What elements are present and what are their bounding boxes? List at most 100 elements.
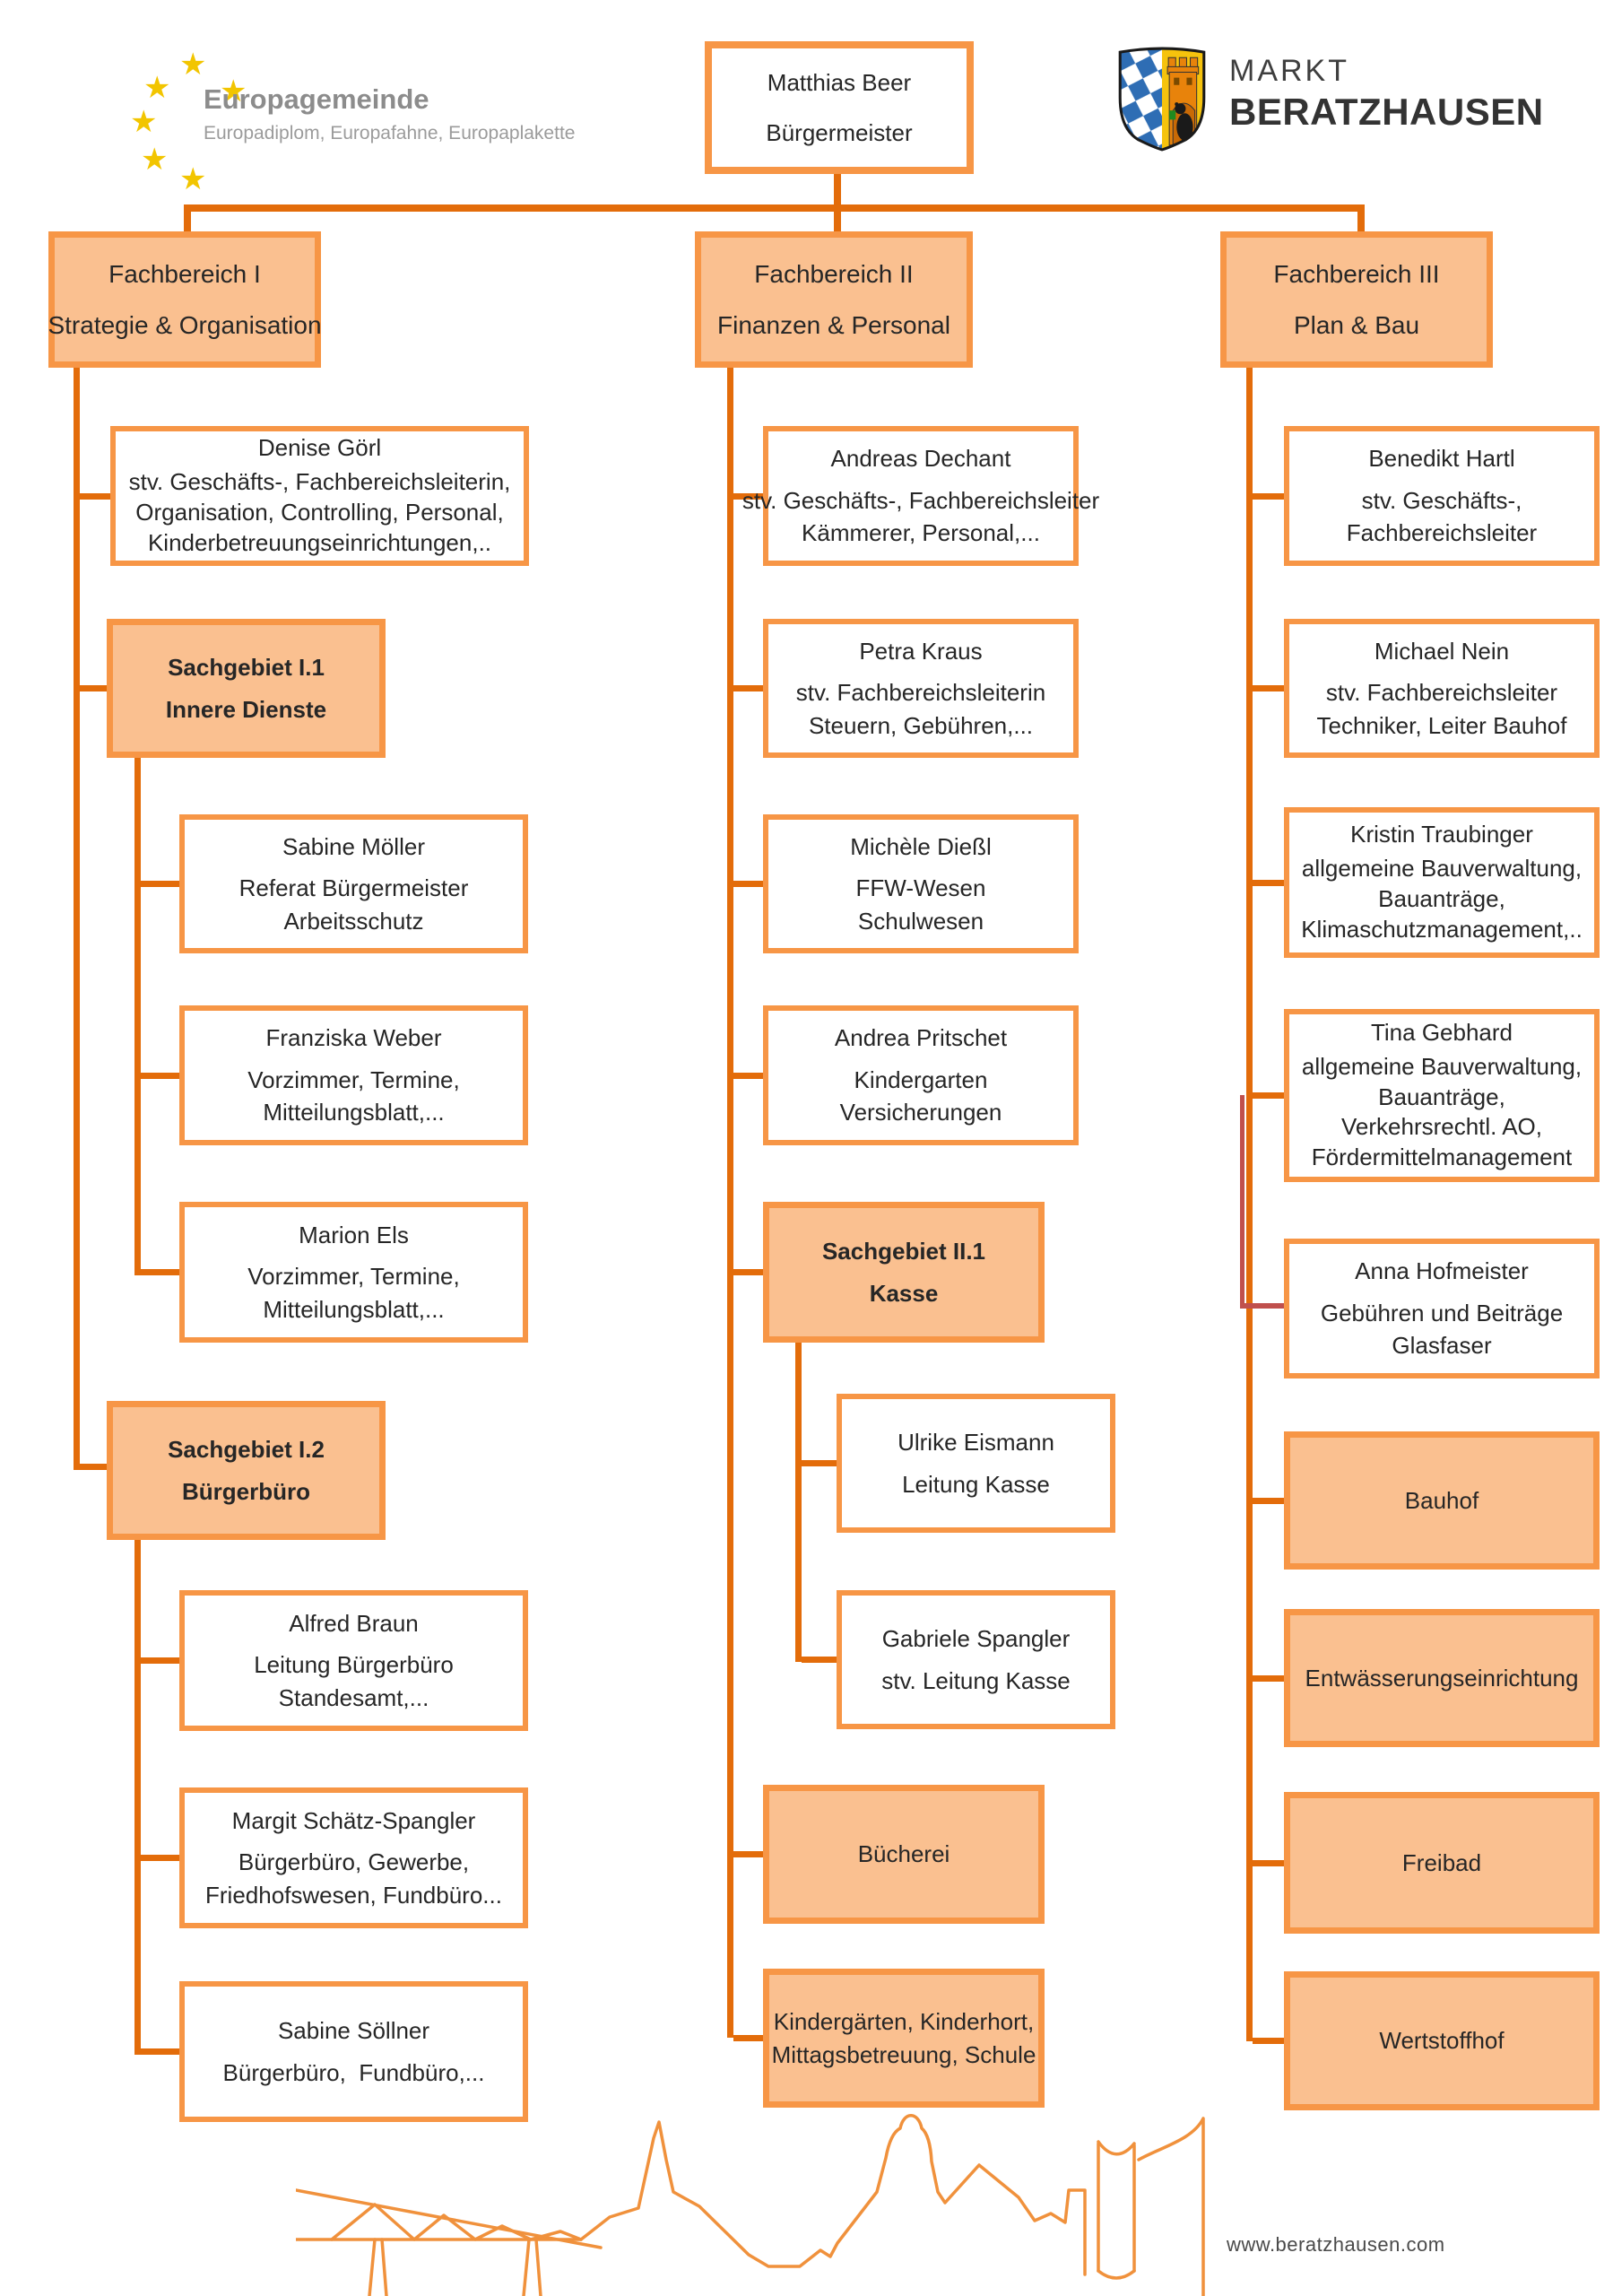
connector-spine-fb1 xyxy=(74,368,80,1470)
website-url: www.beratzhausen.com xyxy=(1227,2233,1445,2256)
person-role: Vorzimmer, Termine, xyxy=(247,1065,460,1093)
person-role: Standesamt,... xyxy=(278,1683,429,1711)
euro-star-icon: ★ xyxy=(179,162,207,196)
connector-line xyxy=(1253,1092,1284,1099)
connector-line xyxy=(1253,1860,1284,1866)
person-role: Verkehrsrechtl. AO, xyxy=(1341,1113,1542,1141)
org-box-alfred-braun: Alfred Braun Leitung Bürgerbüro Standesa… xyxy=(179,1590,528,1731)
person-role: Leitung Kasse xyxy=(902,1470,1050,1498)
connector-line xyxy=(1253,1675,1284,1682)
department-subtitle: Plan & Bau xyxy=(1293,311,1420,339)
connector-line xyxy=(1357,212,1365,233)
person-role: Fachbereichsleiter xyxy=(1346,519,1538,547)
org-box-benedikt-hartl: Benedikt Hartl stv. Geschäfts-, Fachbere… xyxy=(1284,426,1600,566)
org-box-gabriele-spangler: Gabriele Spangler stv. Leitung Kasse xyxy=(837,1590,1115,1729)
unit-title: Bauhof xyxy=(1404,1486,1479,1514)
org-box-petra-kraus: Petra Kraus stv. Fachbereichsleiterin St… xyxy=(763,619,1079,758)
org-box-buecherei: Bücherei xyxy=(763,1785,1045,1924)
connector-line xyxy=(733,1073,763,1079)
org-box-kristin-traubinger: Kristin Traubinger allgemeine Bauverwalt… xyxy=(1284,807,1600,958)
person-role: Steuern, Gebühren,... xyxy=(808,711,1034,739)
connector-line xyxy=(733,493,763,500)
org-box-sachgebiet-1-2: Sachgebiet I.2 Bürgerbüro xyxy=(107,1401,386,1540)
connector-line xyxy=(1253,1498,1284,1504)
person-role: Bürgerbüro, Fundbüro,... xyxy=(222,2058,485,2086)
person-role: Organisation, Controlling, Personal, xyxy=(135,499,504,526)
person-role: stv. Fachbereichsleiter xyxy=(1325,679,1558,707)
org-box-freibad: Freibad xyxy=(1284,1792,1600,1934)
org-box-sabine-soellner: Sabine Söllner Bürgerbüro, Fundbüro,... xyxy=(179,1981,528,2122)
org-box-anna-hofmeister: Anna Hofmeister Gebühren und Beiträge Gl… xyxy=(1284,1239,1600,1378)
europagemeinde-title: Europagemeinde xyxy=(204,83,429,115)
person-role: Versicherungen xyxy=(839,1099,1002,1126)
markt-logo-line2: BERATZHAUSEN xyxy=(1229,91,1544,133)
person-name: Petra Kraus xyxy=(859,637,983,665)
euro-star-icon: ★ xyxy=(130,105,158,139)
person-name: Sabine Söllner xyxy=(277,2017,430,2045)
org-box-fachbereich-1: Fachbereich I Strategie & Organisation xyxy=(48,231,322,368)
person-name: Sabine Möller xyxy=(282,832,425,860)
person-role: Bürgermeister xyxy=(766,119,913,146)
person-role: Mitteilungsblatt,... xyxy=(263,1295,445,1323)
department-title: Fachbereich II xyxy=(754,259,914,288)
person-role: Fördermittelmanagement xyxy=(1311,1144,1573,1171)
person-role: Kindergarten xyxy=(854,1065,988,1093)
unit-subtitle: Bürgerbüro xyxy=(182,1477,310,1505)
person-role: Schulwesen xyxy=(857,907,984,935)
connector-spine-sg12 xyxy=(134,1540,141,2055)
org-box-fachbereich-3: Fachbereich III Plan & Bau xyxy=(1220,231,1493,368)
person-name: Matthias Beer xyxy=(767,68,912,96)
person-name: Michael Nein xyxy=(1374,637,1510,665)
person-name: Kristin Traubinger xyxy=(1350,821,1533,848)
unit-title: Wertstoffhof xyxy=(1379,2027,1505,2055)
person-role: Bürgerbüro, Gewerbe, xyxy=(238,1848,470,1876)
person-name: Ulrike Eismann xyxy=(898,1429,1054,1457)
connector-line xyxy=(1253,2038,1284,2044)
unit-title: Sachgebiet II.1 xyxy=(821,1238,986,1265)
unit-title: Sachgebiet I.2 xyxy=(168,1436,325,1464)
markt-logo-line1: MARKT xyxy=(1229,54,1349,88)
org-box-michele-diessl: Michèle Dießl FFW-Wesen Schulwesen xyxy=(763,814,1079,953)
department-subtitle: Finanzen & Personal xyxy=(717,311,950,339)
connector-red-stub xyxy=(1240,1303,1284,1309)
org-box-entwaesserungseinrichtung: Entwässerungseinrichtung xyxy=(1284,1609,1600,1747)
connector-line xyxy=(80,493,110,500)
org-box-sachgebiet-1-1: Sachgebiet I.1 Innere Dienste xyxy=(107,619,386,758)
org-box-sachgebiet-2-1: Sachgebiet II.1 Kasse xyxy=(763,1202,1045,1343)
person-name: Gabriele Spangler xyxy=(881,1625,1071,1653)
markt-beratzhausen-logo: MARKT BERATZHAUSEN xyxy=(1116,45,1583,161)
org-box-sabine-moeller: Sabine Möller Referat Bürgermeister Arbe… xyxy=(179,814,528,953)
department-subtitle: Strategie & Organisation xyxy=(48,311,322,339)
person-role: Friedhofswesen, Fundbüro... xyxy=(205,1881,502,1909)
euro-star-icon: ★ xyxy=(143,71,171,105)
connector-line xyxy=(733,1851,763,1857)
connector-line xyxy=(141,881,179,887)
connector-line xyxy=(1253,493,1284,500)
europagemeinde-subtitle: Europadiplom, Europafahne, Europaplakett… xyxy=(204,123,576,144)
person-role: stv. Fachbereichsleiterin xyxy=(795,679,1046,707)
connector-line xyxy=(733,2035,763,2041)
unit-title: Mittagsbetreuung, Schule xyxy=(771,2040,1036,2068)
connector-line xyxy=(141,1073,179,1079)
org-box-fachbereich-2: Fachbereich II Finanzen & Personal xyxy=(695,231,973,368)
department-title: Fachbereich I xyxy=(108,259,261,288)
org-box-kindergaerten: Kindergärten, Kinderhort, Mittagsbetreuu… xyxy=(763,1969,1045,2108)
person-role: Referat Bürgermeister xyxy=(238,874,469,902)
org-box-margit-schaetz-spangler: Margit Schätz-Spangler Bürgerbüro, Gewer… xyxy=(179,1787,528,1928)
beratzhausen-coat-of-arms-icon xyxy=(1118,47,1206,152)
unit-title: Bücherei xyxy=(857,1840,950,1868)
person-role: allgemeine Bauverwaltung, xyxy=(1301,855,1583,883)
org-box-andreas-dechant: Andreas Dechant stv. Geschäfts-, Fachber… xyxy=(742,426,1099,566)
connector-spine-sg11 xyxy=(134,758,141,1275)
connector-line xyxy=(184,212,191,233)
person-name: Andreas Dechant xyxy=(830,445,1011,473)
person-role: Klimaschutzmanagement,.. xyxy=(1301,915,1583,943)
connector-line xyxy=(802,1460,837,1466)
org-box-andrea-pritschet: Andrea Pritschet Kindergarten Versicheru… xyxy=(763,1005,1079,1145)
unit-title: Freibad xyxy=(1401,1848,1482,1876)
connector-line xyxy=(733,685,763,691)
person-role: Mitteilungsblatt,... xyxy=(263,1099,445,1126)
person-role: Kinderbetreuungseinrichtungen,.. xyxy=(147,528,492,556)
department-title: Fachbereich III xyxy=(1273,259,1440,288)
